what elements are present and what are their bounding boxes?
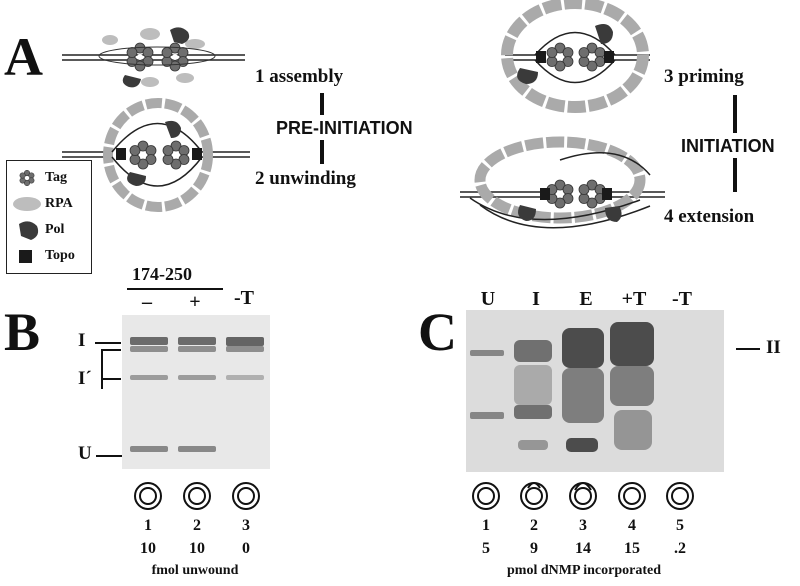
plasmid-icon	[183, 482, 211, 510]
lane-number-c-3: 3	[579, 517, 587, 534]
band-bracket-bottom	[101, 378, 121, 380]
lane-label-c-2: I	[532, 288, 540, 310]
value-c-4: 15	[624, 540, 640, 557]
band-label-ii: II	[766, 337, 781, 358]
value-c-1: 5	[482, 540, 490, 557]
step-label-unwinding: 2 unwinding	[255, 168, 356, 189]
gel-c-lane-3	[562, 328, 604, 452]
pre-initiation-bar-top	[320, 93, 324, 115]
value-c-3: 14	[575, 540, 591, 557]
extension-diagram	[460, 136, 665, 229]
plasmid-icons-c	[472, 482, 694, 510]
step-label-extension: 4 extension	[664, 206, 755, 227]
plasmid-icon	[618, 482, 646, 510]
plasmid-icon-replicating	[569, 482, 597, 510]
unwinding-diagram	[62, 98, 250, 212]
lane-label-c-1: U	[480, 288, 496, 310]
plasmid-icon	[472, 482, 500, 510]
band-marker-i	[95, 342, 121, 344]
lane-label-b-2: +	[189, 291, 201, 313]
pre-initiation-bar-bottom	[320, 140, 324, 164]
value-b-2: 10	[189, 540, 205, 557]
caption-c: pmol dNMP incorporated	[507, 563, 661, 578]
value-b-1: 10	[140, 540, 156, 557]
gel-c-lane-1	[470, 350, 504, 419]
plasmid-icon	[232, 482, 260, 510]
lane-number-b-1: 1	[144, 517, 152, 534]
plasmid-icon-replicating	[520, 482, 548, 510]
gel-b-lane-3	[226, 337, 264, 380]
band-marker-ii	[736, 348, 760, 350]
group-underline	[127, 288, 223, 290]
band-label-i: I	[78, 330, 86, 351]
panel-b-letter: B	[4, 302, 41, 362]
lane-number-b-3: 3	[242, 517, 250, 534]
legend-label-topo: Topo	[45, 248, 75, 263]
band-bracket-top	[101, 349, 121, 351]
lane-number-c-2: 2	[530, 517, 538, 534]
lane-label-c-3: E	[579, 288, 593, 310]
panel-a-diagram	[62, 0, 737, 229]
value-b-3: 0	[242, 540, 250, 557]
band-marker-u	[96, 455, 122, 457]
plasmid-icon	[666, 482, 694, 510]
value-c-2: 9	[530, 540, 538, 557]
legend: Tag RPA Pol Topo	[6, 160, 92, 274]
tag-icon	[19, 170, 35, 186]
gel-c-lane-2	[514, 340, 552, 450]
lane-number-c-1: 1	[482, 517, 490, 534]
panel-a-letter: A	[4, 27, 43, 87]
legend-label-tag: Tag	[45, 170, 68, 185]
legend-label-pol: Pol	[45, 222, 65, 237]
band-label-u: U	[78, 443, 92, 464]
step-label-priming: 3 priming	[664, 66, 744, 87]
plasmid-icon	[134, 482, 162, 510]
assembly-diagram	[62, 27, 245, 88]
legend-item-pol: Pol	[7, 217, 91, 243]
legend-item-rpa: RPA	[7, 191, 91, 217]
gel-c-lane-4	[610, 322, 654, 450]
rpa-icon	[13, 197, 41, 211]
lane-label-b-1: –	[142, 291, 152, 313]
initiation-bar-bottom	[733, 158, 737, 192]
band-label-i-prime: I´	[78, 368, 92, 389]
group-label-174-250: 174-250	[132, 264, 192, 284]
gel-b-lane-2	[178, 337, 216, 452]
legend-item-tag: Tag	[7, 165, 91, 191]
initiation-bar-top	[733, 95, 737, 133]
lane-number-b-2: 2	[193, 517, 201, 534]
value-c-5: .2	[674, 540, 686, 557]
topo-icon	[19, 250, 32, 263]
legend-item-topo: Topo	[7, 243, 91, 269]
gel-b	[122, 315, 270, 469]
priming-diagram	[501, 0, 650, 113]
phase-label-initiation: INITIATION	[681, 136, 775, 156]
band-bracket-i-prime	[101, 349, 103, 389]
gel-c	[466, 310, 724, 472]
legend-label-rpa: RPA	[45, 196, 73, 211]
caption-b: fmol unwound	[151, 563, 239, 578]
phase-label-pre-initiation: PRE-INITIATION	[276, 118, 413, 138]
lane-label-c-4: +T	[621, 288, 647, 310]
lane-label-b-3: -T	[234, 287, 254, 309]
lane-number-c-4: 4	[628, 517, 636, 534]
lane-number-c-5: 5	[676, 517, 684, 534]
lane-label-c-5: -T	[672, 288, 692, 310]
plasmid-icons-b	[134, 482, 260, 510]
panel-c-letter: C	[418, 302, 457, 362]
pol-icon	[19, 221, 39, 240]
gel-b-lane-1	[130, 337, 168, 452]
step-label-assembly: 1 assembly	[255, 66, 344, 87]
